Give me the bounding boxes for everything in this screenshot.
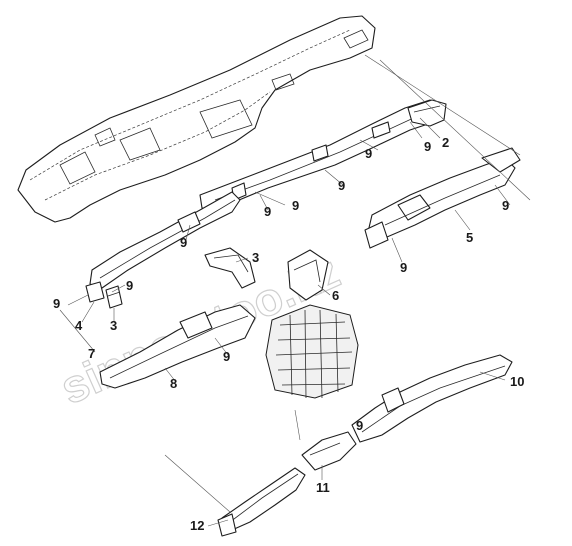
floor-connector-part-11: [301, 431, 357, 471]
callout-12: 12: [190, 518, 204, 533]
callout-11: 11: [316, 480, 330, 495]
instrument-panel: [17, 15, 376, 223]
callout-4: 4: [75, 318, 83, 333]
callout-9-f: 9: [180, 235, 187, 250]
right-side-duct-part-5: [364, 147, 521, 249]
callout-10: 10: [510, 374, 524, 389]
left-vent-clip-parts: [85, 281, 123, 309]
floor-duct-right-part-10: [351, 354, 513, 443]
hvac-unit: [265, 304, 359, 399]
callout-9-i: 9: [126, 278, 133, 293]
callout-5: 5: [466, 230, 473, 245]
callout-3-upper: 3: [252, 250, 259, 265]
floor-duct-left-part-12: [217, 467, 306, 537]
callout-9-a: 9: [365, 146, 372, 161]
callout-6: 6: [332, 288, 339, 303]
center-outlet-part-6: [287, 249, 329, 301]
callout-9-e: 9: [264, 204, 271, 219]
callout-9-l: 9: [356, 418, 363, 433]
elbow-duct-part-3: [204, 247, 256, 289]
lower-left-duct-part-8: [99, 304, 256, 389]
callout-9-g: 9: [502, 198, 509, 213]
callout-9-b: 9: [424, 139, 431, 154]
callout-labels: 2 3 3 4 5 6 7 8 9 9 9 9 9 9 9 9 9 9 9 9 …: [53, 135, 524, 533]
callout-7: 7: [88, 346, 95, 361]
callout-2: 2: [442, 135, 449, 150]
callout-3-lower: 3: [110, 318, 117, 333]
callout-9-c: 9: [338, 178, 345, 193]
left-side-duct: [89, 191, 241, 289]
leader-lines: [59, 54, 531, 527]
callout-9-h: 9: [400, 260, 407, 275]
callout-8: 8: [170, 376, 177, 391]
callout-9-d: 9: [292, 198, 299, 213]
callout-9-k: 9: [223, 349, 230, 364]
callout-9-j: 9: [53, 296, 60, 311]
